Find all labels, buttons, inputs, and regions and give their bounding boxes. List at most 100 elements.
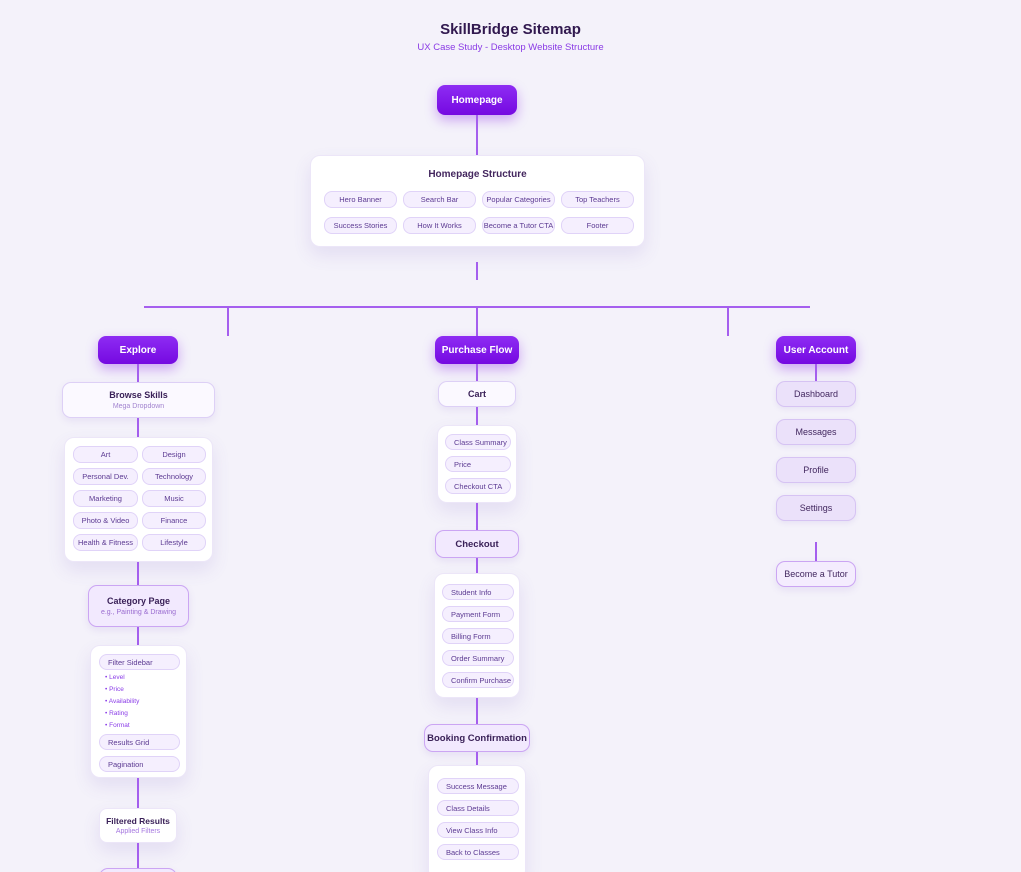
purchase-flow-button-label: Purchase Flow [441, 344, 513, 356]
structure-chip: Become a Tutor CTA [482, 217, 555, 234]
cart-chip: Class Summary [445, 434, 511, 450]
filtered-results-title: Filtered Results [106, 816, 170, 826]
cart-title: Cart [467, 389, 486, 399]
become-a-tutor-label: Become a Tutor [784, 569, 848, 579]
user-account-button-label: User Account [783, 344, 849, 356]
category-page-subtitle: e.g., Painting & Drawing [100, 609, 177, 616]
skill-chip: Lifestyle [142, 534, 206, 551]
skills-grid-card: Art Design Personal Dev. Technology Mark… [64, 437, 213, 562]
connector-line [815, 364, 817, 381]
account-item-profile[interactable]: Profile [776, 457, 856, 483]
page-subtitle: UX Case Study - Desktop Website Structur… [417, 42, 604, 53]
category-page-title: Category Page [106, 596, 171, 606]
connector-line [137, 418, 139, 437]
connector-line [137, 778, 139, 808]
account-item-label: Settings [799, 503, 833, 513]
skill-chip: Music [142, 490, 206, 507]
homepage-structure-card: Homepage Structure Hero Banner Search Ba… [310, 155, 645, 247]
connector-line [137, 843, 139, 868]
account-item-settings[interactable]: Settings [776, 495, 856, 521]
booking-details-card: Success Message Class Details View Class… [428, 765, 526, 872]
connector-line [476, 308, 478, 336]
account-item-dashboard[interactable]: Dashboard [776, 381, 856, 407]
checkout-chip: Confirm Purchase [442, 672, 514, 688]
explore-button[interactable]: Explore [98, 336, 178, 364]
skill-chip: Finance [142, 512, 206, 529]
page-title: SkillBridge Sitemap [440, 21, 581, 38]
skill-chip: Design [142, 446, 206, 463]
booking-chip: Success Message [437, 778, 519, 794]
connector-line [727, 308, 729, 336]
connector-line [476, 115, 478, 155]
booking-chip: View Class Info [437, 822, 519, 838]
browse-skills-subtitle: Mega Dropdown [112, 403, 165, 410]
cart-chip: Price [445, 456, 511, 472]
checkout-chip: Student Info [442, 584, 514, 600]
homepage-structure-title: Homepage Structure [428, 169, 527, 180]
checkout-chip: Billing Form [442, 628, 514, 644]
become-a-tutor-node[interactable]: Become a Tutor [776, 561, 856, 587]
cart-chip: Checkout CTA [445, 478, 511, 494]
account-item-label: Dashboard [793, 389, 839, 399]
skill-chip: Marketing [73, 490, 138, 507]
filtered-results-node[interactable]: Filtered Results Applied Filters [99, 808, 177, 843]
account-item-label: Profile [803, 465, 829, 475]
skill-chip: Art [73, 446, 138, 463]
structure-chip: Search Bar [403, 191, 476, 208]
explore-button-label: Explore [119, 344, 157, 356]
connector-line [476, 752, 478, 765]
skill-chip: Photo & Video [73, 512, 138, 529]
booking-chip: Back to Classes [437, 844, 519, 860]
checkout-node[interactable]: Checkout [435, 530, 519, 558]
connector-line [227, 308, 229, 336]
booking-confirmation-node[interactable]: Booking Confirmation [424, 724, 530, 752]
structure-chip: Footer [561, 217, 634, 234]
filter-option: Availability [105, 696, 140, 708]
pagination-chip: Pagination [99, 756, 180, 772]
filter-option: Price [105, 684, 124, 696]
checkout-chip: Order Summary [442, 650, 514, 666]
filtered-results-subtitle: Applied Filters [115, 828, 161, 835]
connector-horizontal [144, 306, 810, 308]
connector-line [815, 542, 817, 561]
structure-chip: Success Stories [324, 217, 397, 234]
booking-confirmation-title: Booking Confirmation [427, 732, 527, 744]
filter-sidebar-chip: Filter Sidebar [99, 654, 180, 670]
skill-chip: Health & Fitness [73, 534, 138, 551]
connector-line [476, 364, 478, 381]
filter-option: Rating [105, 708, 128, 720]
structure-chip: How It Works [403, 217, 476, 234]
connector-line [476, 558, 478, 573]
connector-line [137, 627, 139, 645]
connector-line [476, 407, 478, 425]
account-item-messages[interactable]: Messages [776, 419, 856, 445]
purchase-flow-button[interactable]: Purchase Flow [435, 336, 519, 364]
skill-chip: Personal Dev. [73, 468, 138, 485]
skill-chip: Technology [142, 468, 206, 485]
connector-line [476, 503, 478, 530]
cart-node[interactable]: Cart [438, 381, 516, 407]
category-page-node[interactable]: Category Page e.g., Painting & Drawing [88, 585, 189, 627]
user-account-button[interactable]: User Account [776, 336, 856, 364]
connector-line [137, 562, 139, 585]
browse-skills-node[interactable]: Browse Skills Mega Dropdown [62, 382, 215, 418]
connector-line [137, 364, 139, 382]
homepage-button-label: Homepage [451, 94, 503, 106]
booking-chip: Class Details [437, 800, 519, 816]
checkout-chip: Payment Form [442, 606, 514, 622]
checkout-title: Checkout [455, 538, 499, 550]
checkout-details-card: Student Info Payment Form Billing Form O… [434, 573, 520, 698]
filter-option: Level [105, 672, 125, 684]
structure-chip: Hero Banner [324, 191, 397, 208]
connector-line [476, 698, 478, 724]
structure-chip: Top Teachers [561, 191, 634, 208]
results-grid-chip: Results Grid [99, 734, 180, 750]
truncated-card [99, 868, 177, 872]
homepage-button[interactable]: Homepage [437, 85, 517, 115]
cart-details-card: Class Summary Price Checkout CTA [437, 425, 517, 503]
structure-chip: Popular Categories [482, 191, 555, 208]
browse-skills-title: Browse Skills [109, 390, 168, 400]
filter-option: Format [105, 720, 130, 732]
filter-card: Filter Sidebar Level Price Availability … [90, 645, 187, 778]
